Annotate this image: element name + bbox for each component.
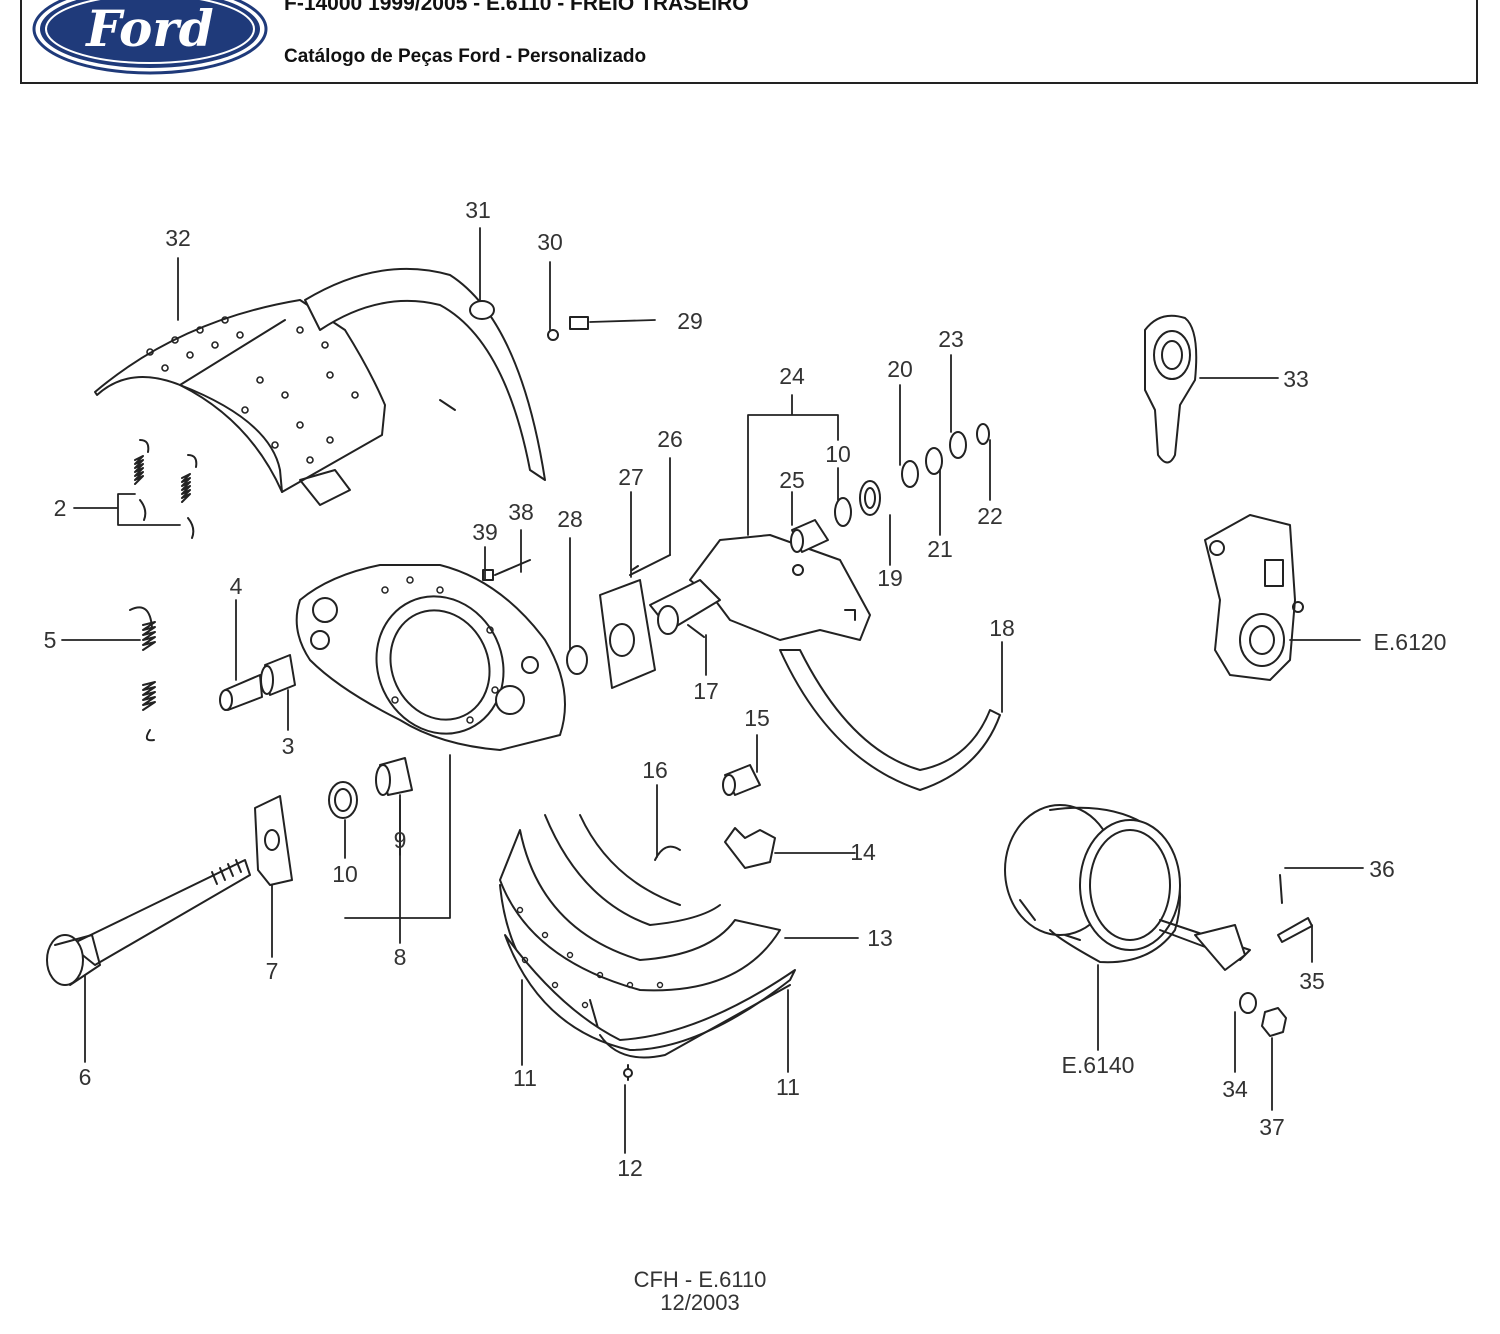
callout-37: 37: [1259, 1114, 1285, 1140]
callout-31: 31: [465, 197, 491, 223]
part-backing-31: [304, 267, 546, 481]
callout-25: 25: [779, 467, 805, 493]
callout-14: 14: [850, 839, 876, 865]
part-rings-19-25: [687, 423, 990, 638]
callout-34: 34: [1222, 1076, 1248, 1102]
callout-30: 30: [537, 229, 563, 255]
callout-13: 13: [867, 925, 893, 951]
part-nut-37: [1261, 1007, 1287, 1037]
part-brake-spider-8: [295, 564, 566, 751]
part-bolt-29: [547, 316, 589, 341]
callout-21: 21: [927, 536, 953, 562]
part-plate-7: [254, 795, 293, 886]
callout-23: 23: [938, 326, 964, 352]
part-roller-15: [722, 764, 761, 796]
part-spring-5: [129, 606, 156, 742]
callout-5: 5: [44, 627, 57, 653]
footer: CFH - E.6110 12/2003: [600, 1268, 800, 1314]
callout-12: 12: [617, 1155, 643, 1181]
callout-7: 7: [266, 958, 279, 984]
page-title: F-14000 1999/2005 - E.6110 - FREIO TRASE…: [284, 0, 749, 15]
callout-29: 29: [677, 308, 703, 334]
part-brake-chamber-e6140: [1004, 804, 1251, 971]
page-subtitle: Catálogo de Peças Ford - Personalizado: [284, 46, 647, 67]
callout-26: 26: [657, 426, 683, 452]
callout-2: 2: [54, 495, 67, 521]
footer-code: CFH - E.6110: [633, 1267, 767, 1292]
logo-text: Ford: [84, 0, 213, 58]
callout-19: 19: [877, 565, 903, 591]
leader-lines: [61, 227, 1364, 1154]
part-spring-2: [134, 439, 198, 539]
callout-33: 33: [1283, 366, 1309, 392]
part-slack-adjuster-33: [1144, 314, 1198, 464]
callout-39: 39: [472, 519, 498, 545]
callout-20: 20: [887, 356, 913, 382]
callout-10a: 10: [332, 861, 358, 887]
part-camshaft-6: [46, 859, 251, 986]
callout-16: 16: [642, 757, 668, 783]
callout-e6120: E.6120: [1374, 629, 1447, 655]
part-dust-shield-18: [779, 649, 1001, 791]
ford-logo: Ford: [32, 0, 268, 75]
part-seal-28: [566, 645, 588, 675]
part-clip-14: [724, 827, 776, 869]
part-slack-adjuster-e6120: [1204, 514, 1304, 681]
callout-17: 17: [693, 678, 719, 704]
part-brake-shoe-11-13: [499, 814, 796, 1081]
callout-28: 28: [557, 506, 583, 532]
callout-32: 32: [165, 225, 191, 251]
callout-e6140: E.6140: [1062, 1052, 1135, 1078]
callout-18: 18: [989, 615, 1015, 641]
footer-date: 12/2003: [660, 1290, 740, 1315]
callout-11b: 11: [776, 1074, 800, 1100]
callout-3: 3: [282, 733, 295, 759]
part-brake-lining-32: [94, 299, 386, 506]
part-bushing-9: [375, 757, 413, 796]
callout-6: 6: [79, 1064, 92, 1090]
callout-38: 38: [508, 499, 534, 525]
callout-9: 9: [394, 827, 407, 853]
callout-10b: 10: [825, 441, 851, 467]
callout-8: 8: [394, 944, 407, 970]
part-pin-35: [1277, 874, 1313, 943]
callout-24: 24: [779, 363, 805, 389]
part-spring-16: [654, 845, 681, 861]
part-plate-27: [482, 554, 671, 689]
part-housing-24: [649, 534, 871, 641]
callout-35: 35: [1299, 968, 1325, 994]
callout-36: 36: [1369, 856, 1395, 882]
callout-15: 15: [744, 705, 770, 731]
callout-27: 27: [618, 464, 644, 490]
part-seal-10: [328, 781, 358, 819]
header-frame: [20, 0, 1478, 84]
callout-4: 4: [230, 573, 243, 599]
part-washer-34: [1239, 992, 1257, 1014]
callout-22: 22: [977, 503, 1003, 529]
callout-11a: 11: [513, 1065, 537, 1091]
part-bushing-3-4: [219, 654, 296, 711]
